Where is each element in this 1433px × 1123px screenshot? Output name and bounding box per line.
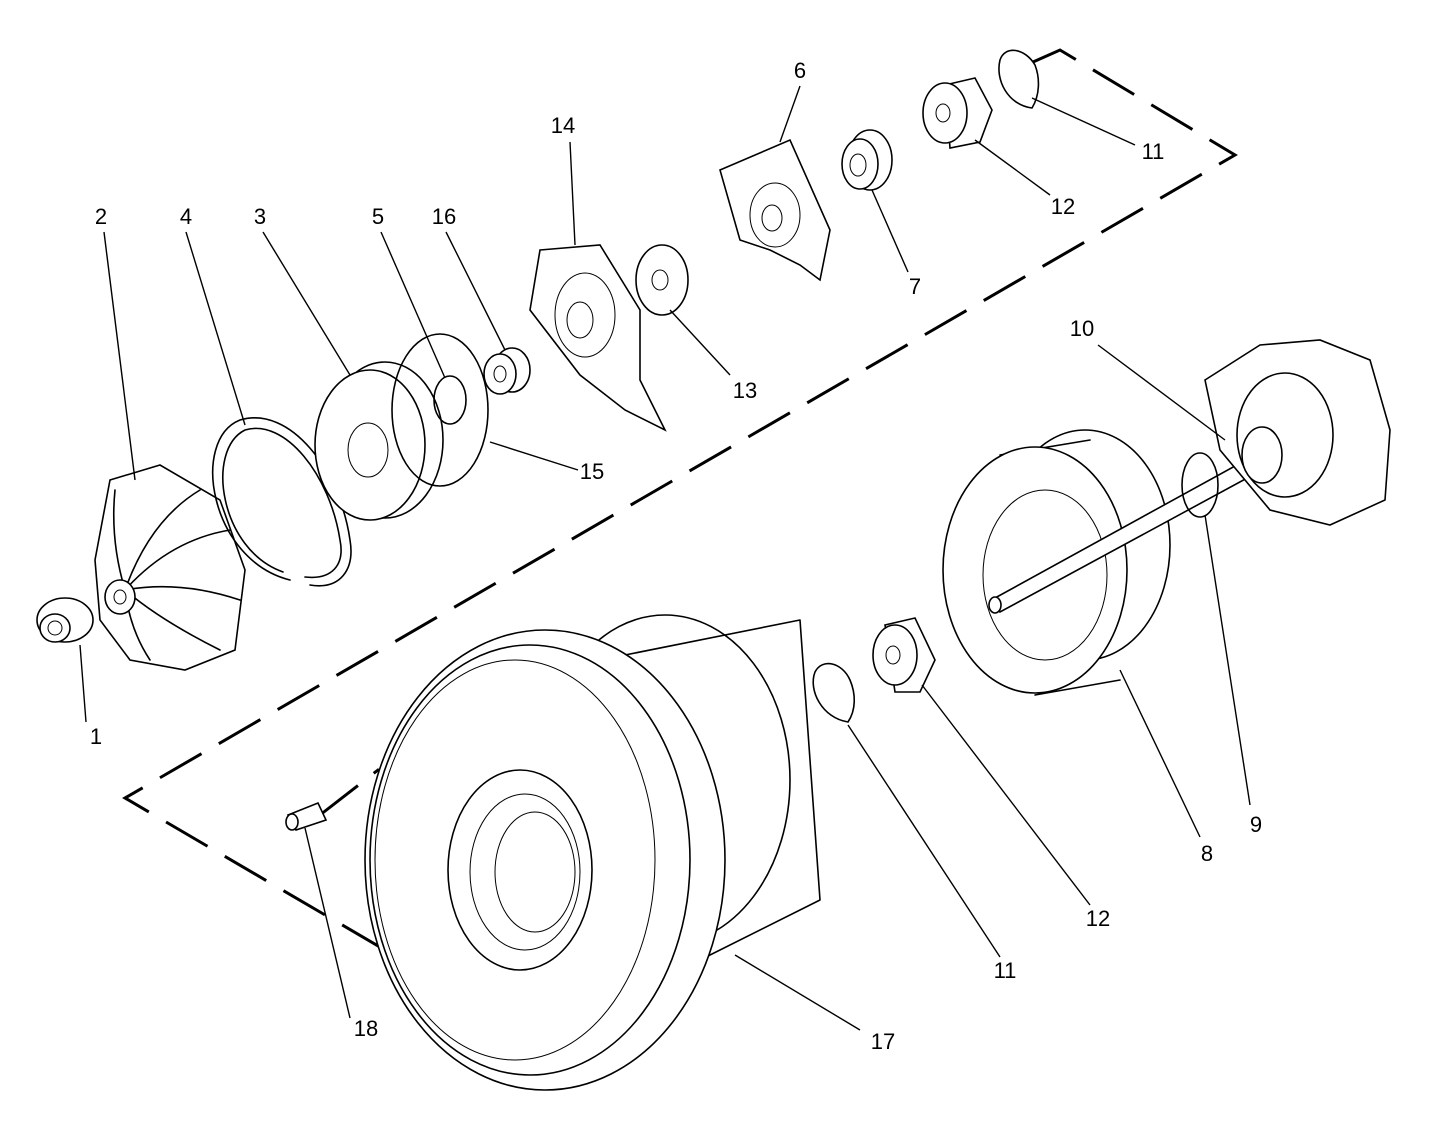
part-label-8: 8: [1201, 841, 1213, 866]
thrust-collar-part: [841, 129, 893, 191]
part-label-6: 6: [794, 58, 806, 83]
dowel-pin-part: [285, 801, 328, 831]
thrust-plate-part: [529, 244, 667, 432]
o-ring-part: [391, 333, 489, 487]
turbine-wheel-shaft-part: [988, 339, 1391, 614]
insert-part: [314, 361, 444, 521]
part-label-7: 7: [909, 274, 921, 299]
journal-bearing-bottom-part: [872, 617, 936, 693]
part-label-12-top: 12: [1051, 194, 1075, 219]
part-label-13: 13: [733, 378, 757, 403]
journal-bearing-top-part: [922, 77, 993, 149]
piston-ring-part: [1181, 452, 1219, 518]
part-label-11-bottom: 11: [994, 958, 1017, 983]
thrust-bearing-part: [719, 138, 831, 282]
part-label-17: 17: [871, 1029, 895, 1054]
part-label-4: 4: [180, 204, 192, 229]
seal-ring-part: [433, 375, 467, 425]
part-label-18: 18: [354, 1016, 378, 1041]
nut-part: [36, 597, 94, 643]
heat-shield-part: [942, 429, 1171, 696]
retaining-ring-top-part: [998, 49, 1040, 109]
part-label-15: 15: [580, 459, 604, 484]
part-label-5: 5: [372, 204, 384, 229]
center-housing-part: [364, 614, 821, 1091]
thrust-washer-part: [635, 244, 689, 316]
part-label-16: 16: [432, 204, 456, 229]
part-labels: 1 2 3 4 5 6 7 8 9 10 11 11 12 12 13 14 1…: [90, 58, 1262, 1054]
part-label-11-top: 11: [1142, 139, 1165, 164]
snap-ring-part: [211, 417, 352, 587]
part-label-2: 2: [95, 204, 107, 229]
part-label-3: 3: [254, 204, 266, 229]
retaining-ring-bottom-part: [812, 662, 856, 723]
leader-lines: [79, 85, 1251, 1031]
part-label-1: 1: [90, 724, 102, 749]
compressor-wheel-part: [94, 464, 246, 671]
part-label-12-bottom: 12: [1086, 906, 1110, 931]
sleeve-part: [483, 347, 531, 395]
part-label-14: 14: [551, 113, 575, 138]
part-label-9: 9: [1250, 812, 1262, 837]
part-label-10: 10: [1070, 316, 1094, 341]
